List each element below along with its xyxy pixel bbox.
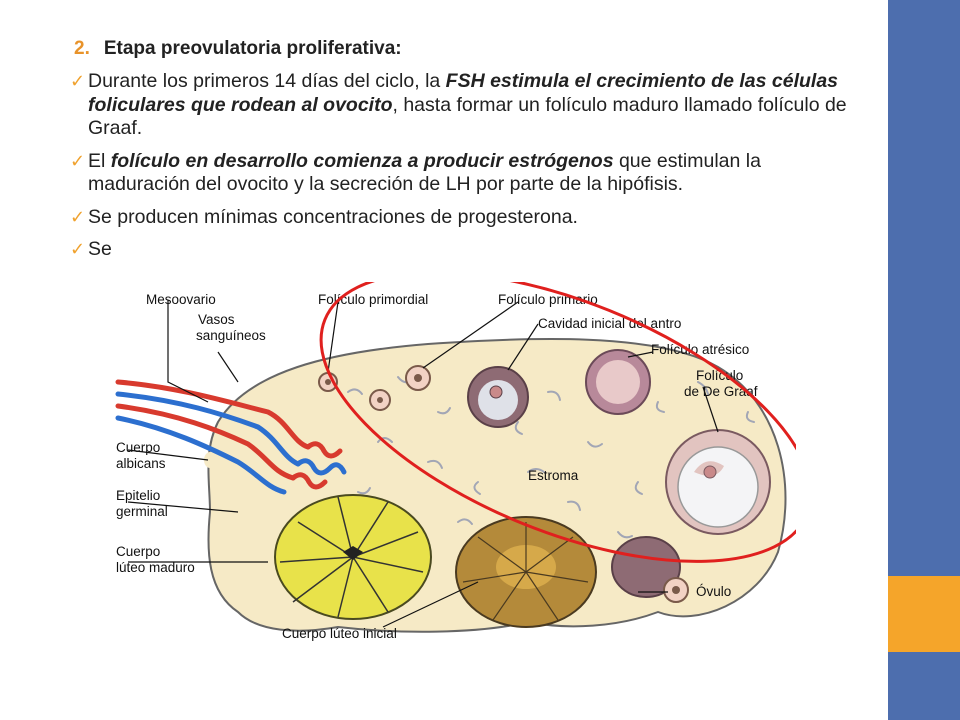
bullet-text: folículo en desarrollo comienza a produc… (110, 149, 614, 172)
label-epitelio-1: Epitelio (116, 488, 160, 503)
label-cavidad: Cavidad inicial del antro (538, 316, 681, 331)
label-luteo-maduro-2: lúteo maduro (116, 560, 195, 575)
side-decoration-bar (888, 0, 960, 720)
check-icon: ✓ (70, 150, 86, 171)
bullet-text: FSH estimula el crecimiento de las célul… (88, 70, 839, 116)
mature-corpus-luteum (274, 494, 432, 620)
label-luteo-maduro-1: Cuerpo (116, 544, 160, 559)
label-albicans-2: albicans (116, 456, 166, 471)
check-icon: ✓ (70, 239, 86, 259)
label-estroma: Estroma (528, 468, 579, 483)
bullet-item: ✓El folículo en desarrollo comienza a pr… (70, 150, 850, 197)
side-bar-blue-bottom (888, 652, 960, 720)
bullet-item: ✓Se (70, 238, 850, 262)
label-albicans-1: Cuerpo (116, 440, 160, 455)
bullet-text: Durante los primeros 14 días del ciclo, … (88, 70, 446, 92)
early-corpus-luteum (455, 516, 597, 628)
ovary-diagram: Mesoovario Vasos sanguíneos Folículo pri… (98, 271, 813, 662)
slide-content: 2.Etapa preovulatoria proliferativa: ✓Du… (70, 38, 850, 271)
label-graaf-2: de De Graaf (684, 384, 758, 399)
label-atresico: Folículo atrésico (651, 342, 749, 357)
bullet-text: , hasta formar un folículo maduro llamad… (88, 93, 847, 140)
check-icon: ✓ (70, 71, 86, 91)
slide-heading: 2. Etapa preovulatoria proliferativa: (70, 38, 850, 60)
side-bar-orange (888, 576, 960, 652)
label-luteo-inicial: Cuerpo lúteo inicial (282, 626, 397, 641)
check-icon: ✓ (70, 206, 86, 227)
label-ovulo: Óvulo (696, 584, 731, 599)
label-mesoovario: Mesoovario (146, 292, 216, 307)
label-sanguineos: sanguíneos (196, 328, 266, 343)
heading-title: Etapa preovulatoria proliferativa: (103, 38, 402, 59)
bullet-list: ✓Durante los primeros 14 días del ciclo,… (70, 70, 850, 262)
bullet-text: Se (88, 238, 112, 260)
label-vasos: Vasos (198, 312, 235, 327)
label-epitelio-2: germinal (116, 504, 168, 519)
side-bar-blue-top (888, 0, 960, 576)
bullet-item: ✓Se producen mínimas concentraciones de … (70, 206, 850, 230)
ruptured-follicle (611, 536, 681, 598)
bullet-text: Se producen mínimas concentraciones de p… (88, 205, 578, 228)
corpus-albicans (204, 452, 216, 468)
bullet-text: El (88, 149, 111, 172)
bullet-item: ✓Durante los primeros 14 días del ciclo,… (70, 70, 850, 141)
bullet-text: que estimulan la maduración del ovocito … (88, 149, 761, 196)
heading-number: 2. (74, 38, 90, 59)
